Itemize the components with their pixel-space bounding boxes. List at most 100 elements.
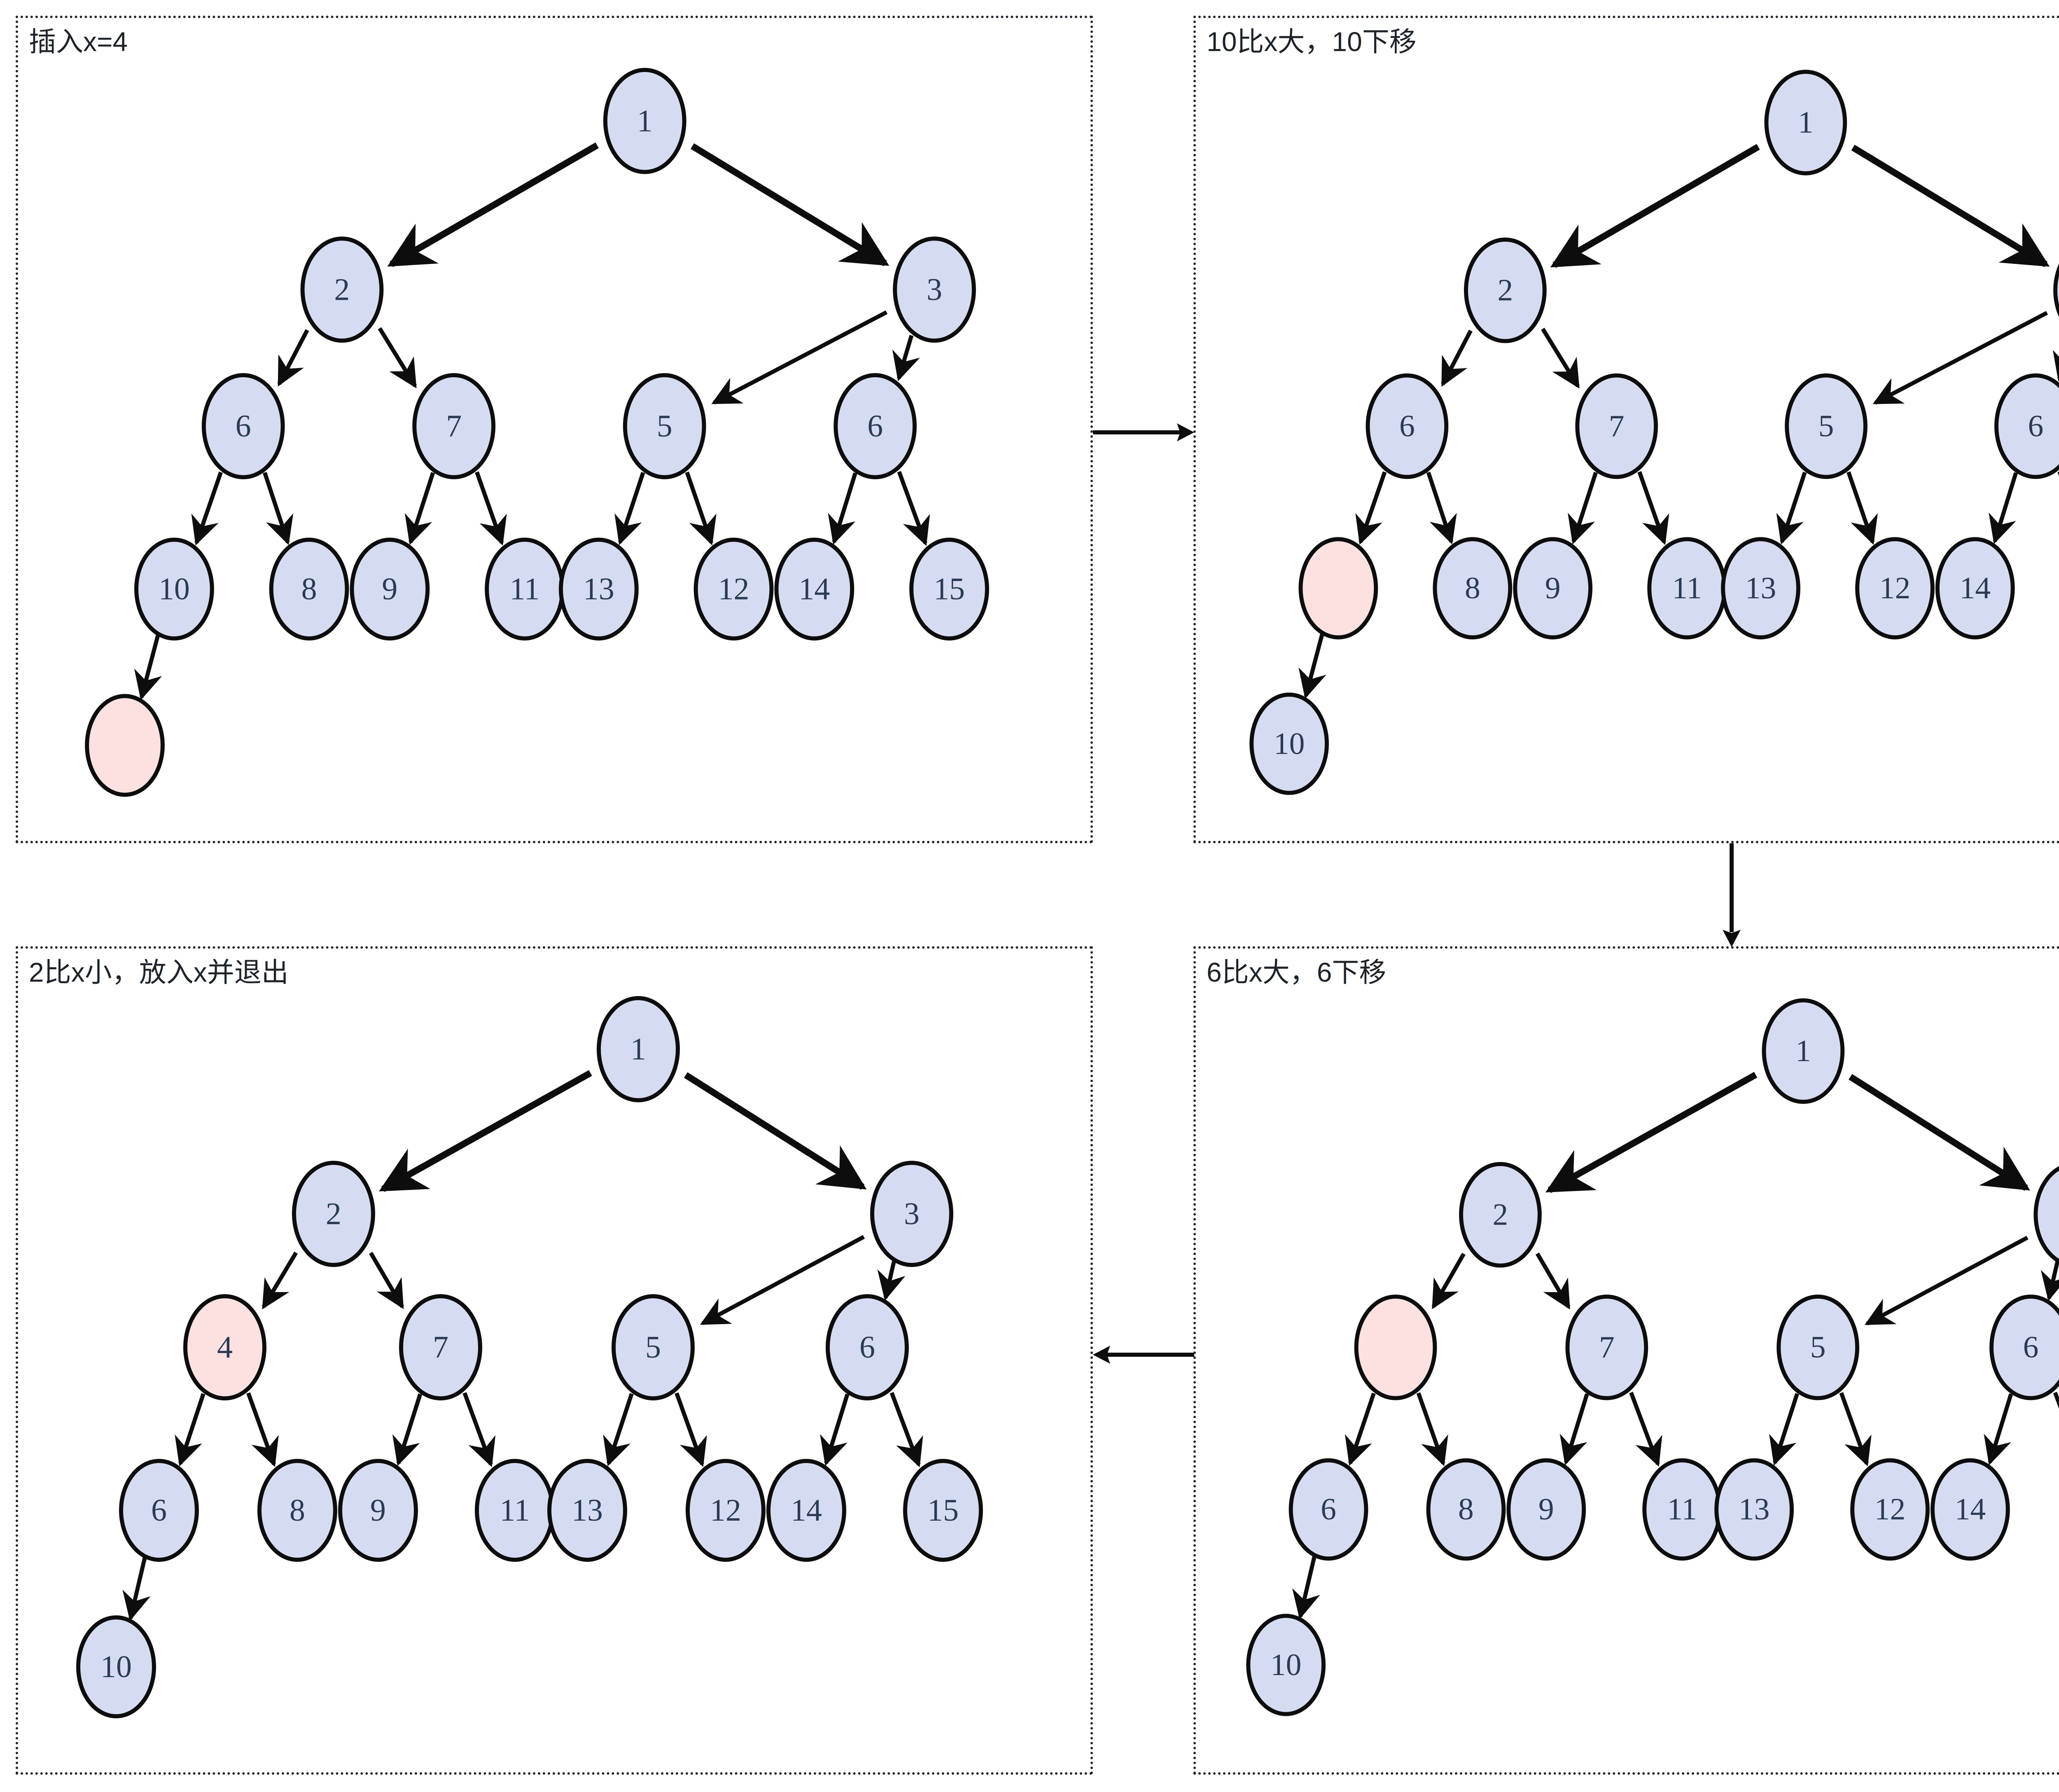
tree-node-leaf-2[interactable]: 8: [1433, 537, 1513, 639]
node-label: 15: [934, 572, 965, 607]
tree-node-leaf-4[interactable]: 11: [475, 1459, 555, 1562]
tree-edge: [1426, 471, 1457, 545]
tree-node-n-l1[interactable]: 2: [300, 236, 384, 343]
tree-node-leaf-5[interactable]: 13: [1714, 1458, 1794, 1561]
node-shape: [1249, 693, 1329, 795]
tree-node-leaf-1[interactable]: [1298, 537, 1378, 639]
tree-node-root[interactable]: 1: [597, 996, 680, 1102]
tree-edge: [1769, 1393, 1799, 1466]
tree-node-leaf-3[interactable]: 9: [1513, 537, 1593, 639]
tree-node-leaf-7[interactable]: 14: [766, 1459, 846, 1562]
node-label: 5: [645, 1330, 661, 1365]
tree-node-n-r1[interactable]: 3: [893, 236, 976, 343]
tree-edge: [405, 472, 435, 545]
tree-node-leaf-8[interactable]: 15: [903, 1459, 983, 1562]
tree-node-new-node[interactable]: [85, 694, 165, 797]
tree-node-n-lr[interactable]: 7: [1575, 373, 1658, 479]
tree-node-n-r1[interactable]: 3: [870, 1161, 953, 1267]
tree-edge: [684, 1072, 867, 1190]
tree-node-n-lr[interactable]: 7: [412, 373, 496, 479]
tree-edge: [889, 1392, 923, 1468]
tree-node-moved-10[interactable]: 10: [1249, 693, 1329, 795]
node-label: 6: [236, 409, 251, 443]
node-label: 5: [1810, 1330, 1826, 1365]
tree-node-root[interactable]: 1: [1762, 998, 1845, 1104]
tree-node-n-r1[interactable]: 3: [2033, 1164, 2059, 1265]
tree-node-leaf-3[interactable]: 9: [338, 1459, 418, 1562]
tree-node-n-rl[interactable]: 5: [623, 373, 706, 479]
tree-node-n-rl[interactable]: 5: [1785, 373, 1868, 479]
tree-node-leaf-7[interactable]: 14: [774, 537, 854, 641]
node-shape: [1289, 1458, 1368, 1561]
tree-node-n-rl[interactable]: 5: [612, 1294, 695, 1400]
node-label: 6: [2023, 1330, 2039, 1365]
tree-node-leaf-1[interactable]: 10: [134, 537, 214, 641]
tree-node-moved-10[interactable]: 10: [76, 1615, 156, 1718]
tree-edge: [1550, 144, 1760, 268]
node-shape: [870, 1161, 953, 1267]
node-shape: [547, 1459, 627, 1562]
node-shape: [1989, 1295, 2059, 1400]
node-label: 6: [151, 1493, 167, 1528]
tree-node-leaf-7[interactable]: 14: [1935, 537, 2015, 639]
tree-node-root[interactable]: 1: [1764, 70, 1847, 175]
tree-node-leaf-4[interactable]: 11: [1647, 537, 1727, 639]
tree-node-n-rr[interactable]: 6: [833, 373, 917, 479]
tree-node-leaf-2[interactable]: 8: [257, 1459, 337, 1562]
tree-node-n-lr[interactable]: 7: [1565, 1294, 1648, 1400]
tree-node-leaf-6[interactable]: 12: [693, 537, 774, 641]
tree-node-n-ll[interactable]: 4: [183, 1294, 266, 1400]
tree-node-n-rr[interactable]: 6: [826, 1294, 909, 1400]
node-shape: [269, 537, 349, 641]
node-label: 8: [1465, 571, 1480, 605]
tree-node-root[interactable]: 1: [603, 68, 686, 174]
tree-node-moved-10[interactable]: 10: [1246, 1614, 1326, 1716]
tree-node-leaf-6[interactable]: 12: [1850, 1458, 1930, 1561]
tree-edge: [2040, 1261, 2059, 1301]
tree-edge: [1559, 1393, 1589, 1465]
tree-node-leaf-3[interactable]: 9: [350, 537, 430, 641]
node-shape: [833, 373, 917, 479]
tree-node-leaf-4[interactable]: 11: [485, 537, 565, 641]
tree-node-leaf-2[interactable]: 8: [269, 537, 349, 641]
node-label: 9: [370, 1493, 386, 1528]
node-shape: [612, 1294, 695, 1400]
tree-node-leaf-6[interactable]: 12: [686, 1459, 766, 1562]
tree-node-leaf-4[interactable]: 11: [1642, 1458, 1722, 1561]
tree-edge: [1535, 1252, 1571, 1310]
tree-node-n-l1[interactable]: 2: [1464, 237, 1547, 343]
node-shape: [1354, 1294, 1437, 1400]
tree-node-leaf-5[interactable]: 13: [558, 537, 639, 641]
tree-node-n-ll[interactable]: 6: [1366, 373, 1449, 479]
tree-node-leaf-3[interactable]: 9: [1506, 1458, 1586, 1561]
tree-node-n-l1[interactable]: 2: [1459, 1162, 1542, 1268]
node-shape: [893, 236, 976, 343]
node-shape: [603, 68, 686, 174]
tree-node-leaf-1[interactable]: 6: [1289, 1458, 1368, 1561]
tree-edge: [1989, 472, 2018, 544]
tree-node-n-rr[interactable]: 6: [1989, 1295, 2059, 1400]
tree-node-n-rl[interactable]: 5: [1777, 1294, 1860, 1400]
tree-node-n-r1[interactable]: 3: [2053, 240, 2059, 341]
tree-node-n-ll[interactable]: [1354, 1294, 1437, 1400]
tree-node-leaf-5[interactable]: 13: [547, 1459, 627, 1562]
tree-edge: [1345, 1393, 1376, 1466]
tree-node-n-rr[interactable]: 6: [1994, 373, 2059, 479]
tree-edge: [828, 472, 857, 545]
tree-edge: [261, 1251, 298, 1309]
node-label: 6: [867, 409, 883, 443]
tree-node-leaf-8[interactable]: 15: [909, 537, 989, 641]
tree-node-leaf-1[interactable]: 6: [119, 1459, 199, 1562]
tree-node-n-ll[interactable]: 6: [201, 373, 285, 479]
tree-node-leaf-5[interactable]: 13: [1721, 537, 1800, 639]
tree-node-leaf-7[interactable]: 14: [1930, 1458, 2010, 1561]
tree-diagram: 123675689111312141510: [1249, 70, 2059, 795]
tree-node-leaf-2[interactable]: 8: [1426, 1458, 1506, 1561]
tree-node-n-l1[interactable]: 2: [292, 1161, 375, 1267]
tree-node-n-lr[interactable]: 7: [399, 1294, 482, 1400]
node-shape: [257, 1459, 337, 1562]
tree-node-leaf-6[interactable]: 12: [1855, 537, 1935, 639]
node-label: 14: [1955, 1492, 1986, 1526]
node-label: 14: [798, 572, 830, 607]
